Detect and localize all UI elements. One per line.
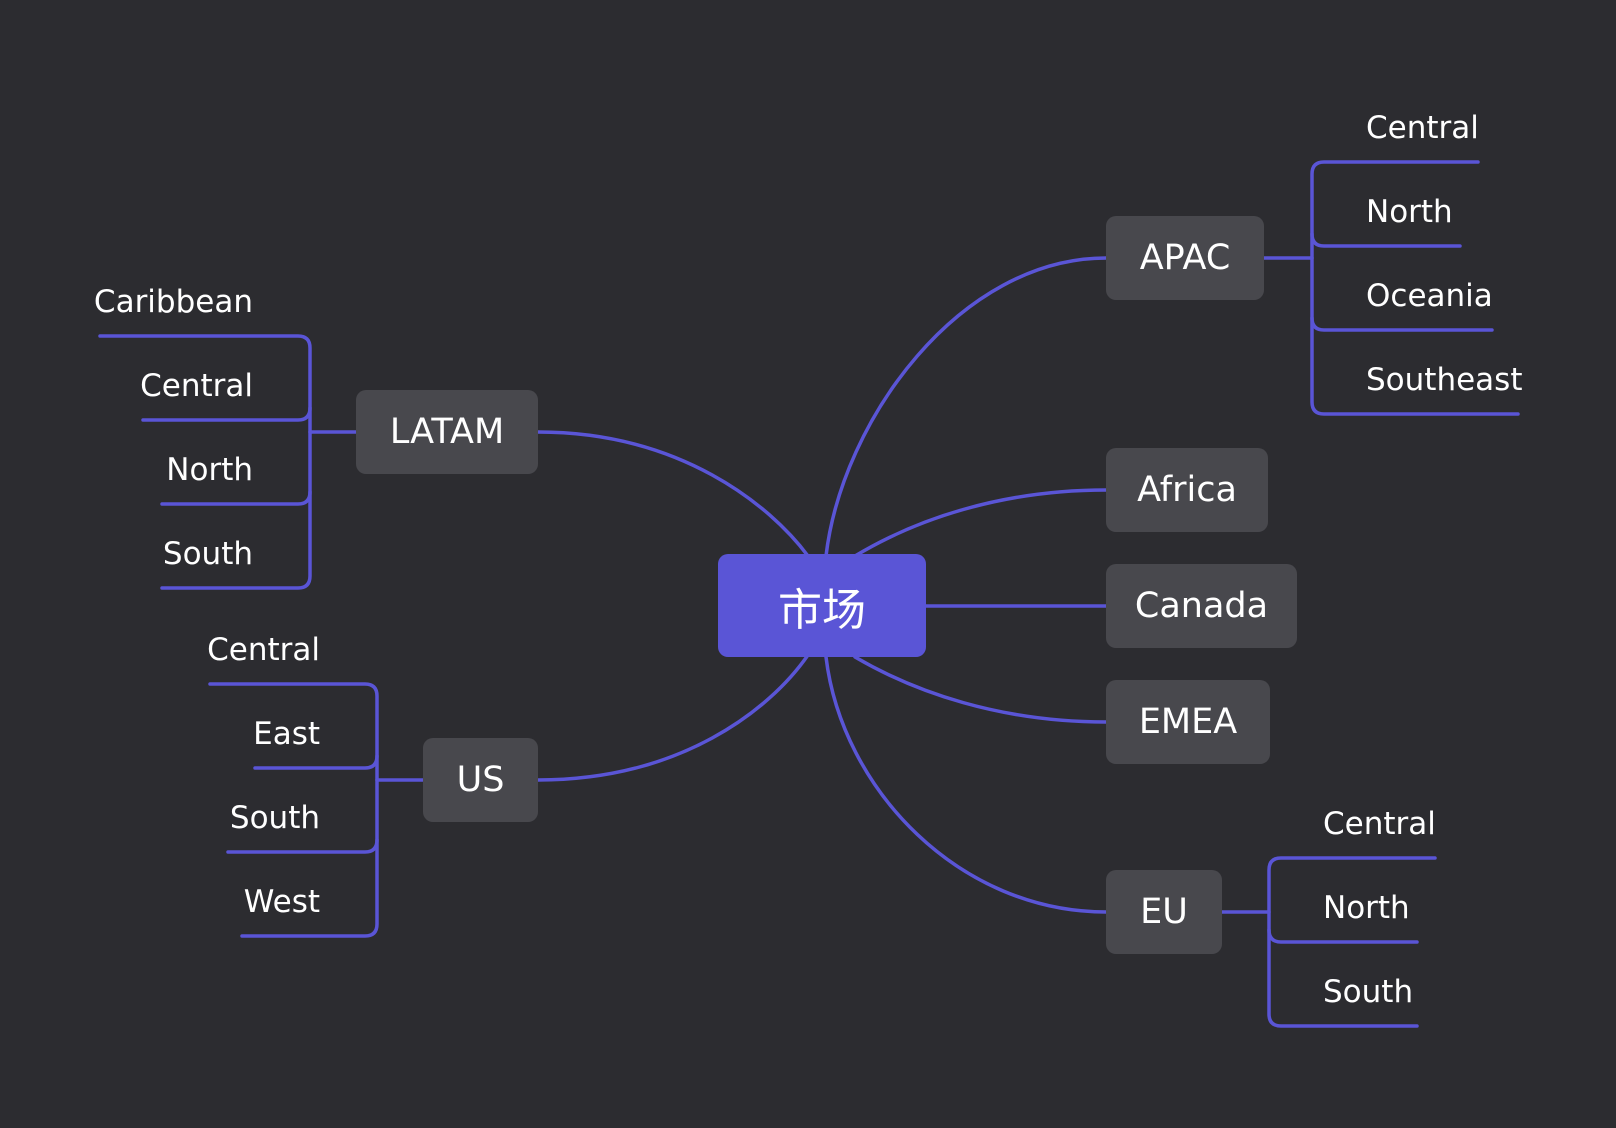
leaf-latam-south[interactable]: South xyxy=(162,536,253,572)
branch-node-canada[interactable]: Canada xyxy=(1106,564,1297,648)
leaf-apac-oceania[interactable]: Oceania xyxy=(1366,278,1493,314)
apac-underline-1 xyxy=(1310,232,1462,248)
root-label: 市场 xyxy=(778,584,866,636)
link-root-eu xyxy=(824,655,1108,914)
eu-bracket xyxy=(1267,856,1437,1028)
branch-node-us[interactable]: US xyxy=(423,738,538,822)
branch-node-eu[interactable]: EU xyxy=(1106,870,1222,954)
latam-underline-2 xyxy=(160,490,312,506)
us-underline-2 xyxy=(226,838,379,854)
branch-label: US xyxy=(456,760,505,800)
branch-label: EMEA xyxy=(1138,702,1238,742)
leaf-eu-south[interactable]: South xyxy=(1323,974,1414,1010)
leaf-apac-southeast[interactable]: Southeast xyxy=(1366,362,1523,398)
leaf-us-central[interactable]: Central xyxy=(207,632,320,668)
leaf-latam-north[interactable]: North xyxy=(166,452,253,488)
root-node[interactable]: 市场 xyxy=(718,554,926,657)
leaf-us-west[interactable]: West xyxy=(243,884,320,920)
link-root-apac xyxy=(824,256,1108,558)
apac-underline-2 xyxy=(1310,316,1494,332)
link-root-africa xyxy=(853,488,1108,558)
branch-label: EU xyxy=(1140,892,1188,932)
leaf-apac-central[interactable]: Central xyxy=(1366,110,1479,146)
branch-node-emea[interactable]: EMEA xyxy=(1106,680,1270,764)
branch-label: LATAM xyxy=(389,412,505,452)
link-root-emea xyxy=(853,655,1108,724)
latam-bracket xyxy=(98,334,312,590)
link-root-latam xyxy=(536,430,810,558)
leaf-us-east[interactable]: East xyxy=(253,716,320,752)
latam-underline-1 xyxy=(141,406,312,422)
branch-label: Canada xyxy=(1134,586,1269,626)
branch-node-africa[interactable]: Africa xyxy=(1106,448,1268,532)
leaf-latam-central[interactable]: Central xyxy=(140,368,253,404)
leaf-eu-north[interactable]: North xyxy=(1323,890,1410,926)
leaf-latam-caribbean[interactable]: Caribbean xyxy=(93,284,253,320)
link-root-us xyxy=(536,653,810,782)
branch-label: APAC xyxy=(1139,238,1231,278)
leaf-eu-central[interactable]: Central xyxy=(1323,806,1436,842)
apac-bracket xyxy=(1310,160,1520,416)
leaf-us-south[interactable]: South xyxy=(229,800,320,836)
us-bracket xyxy=(208,682,379,938)
us-underline-1 xyxy=(253,754,379,770)
eu-underline-1 xyxy=(1267,928,1419,944)
leaf-apac-north[interactable]: North xyxy=(1366,194,1453,230)
branch-label: Africa xyxy=(1137,470,1237,510)
branch-node-latam[interactable]: LATAM xyxy=(356,390,538,474)
branch-node-apac[interactable]: APAC xyxy=(1106,216,1264,300)
